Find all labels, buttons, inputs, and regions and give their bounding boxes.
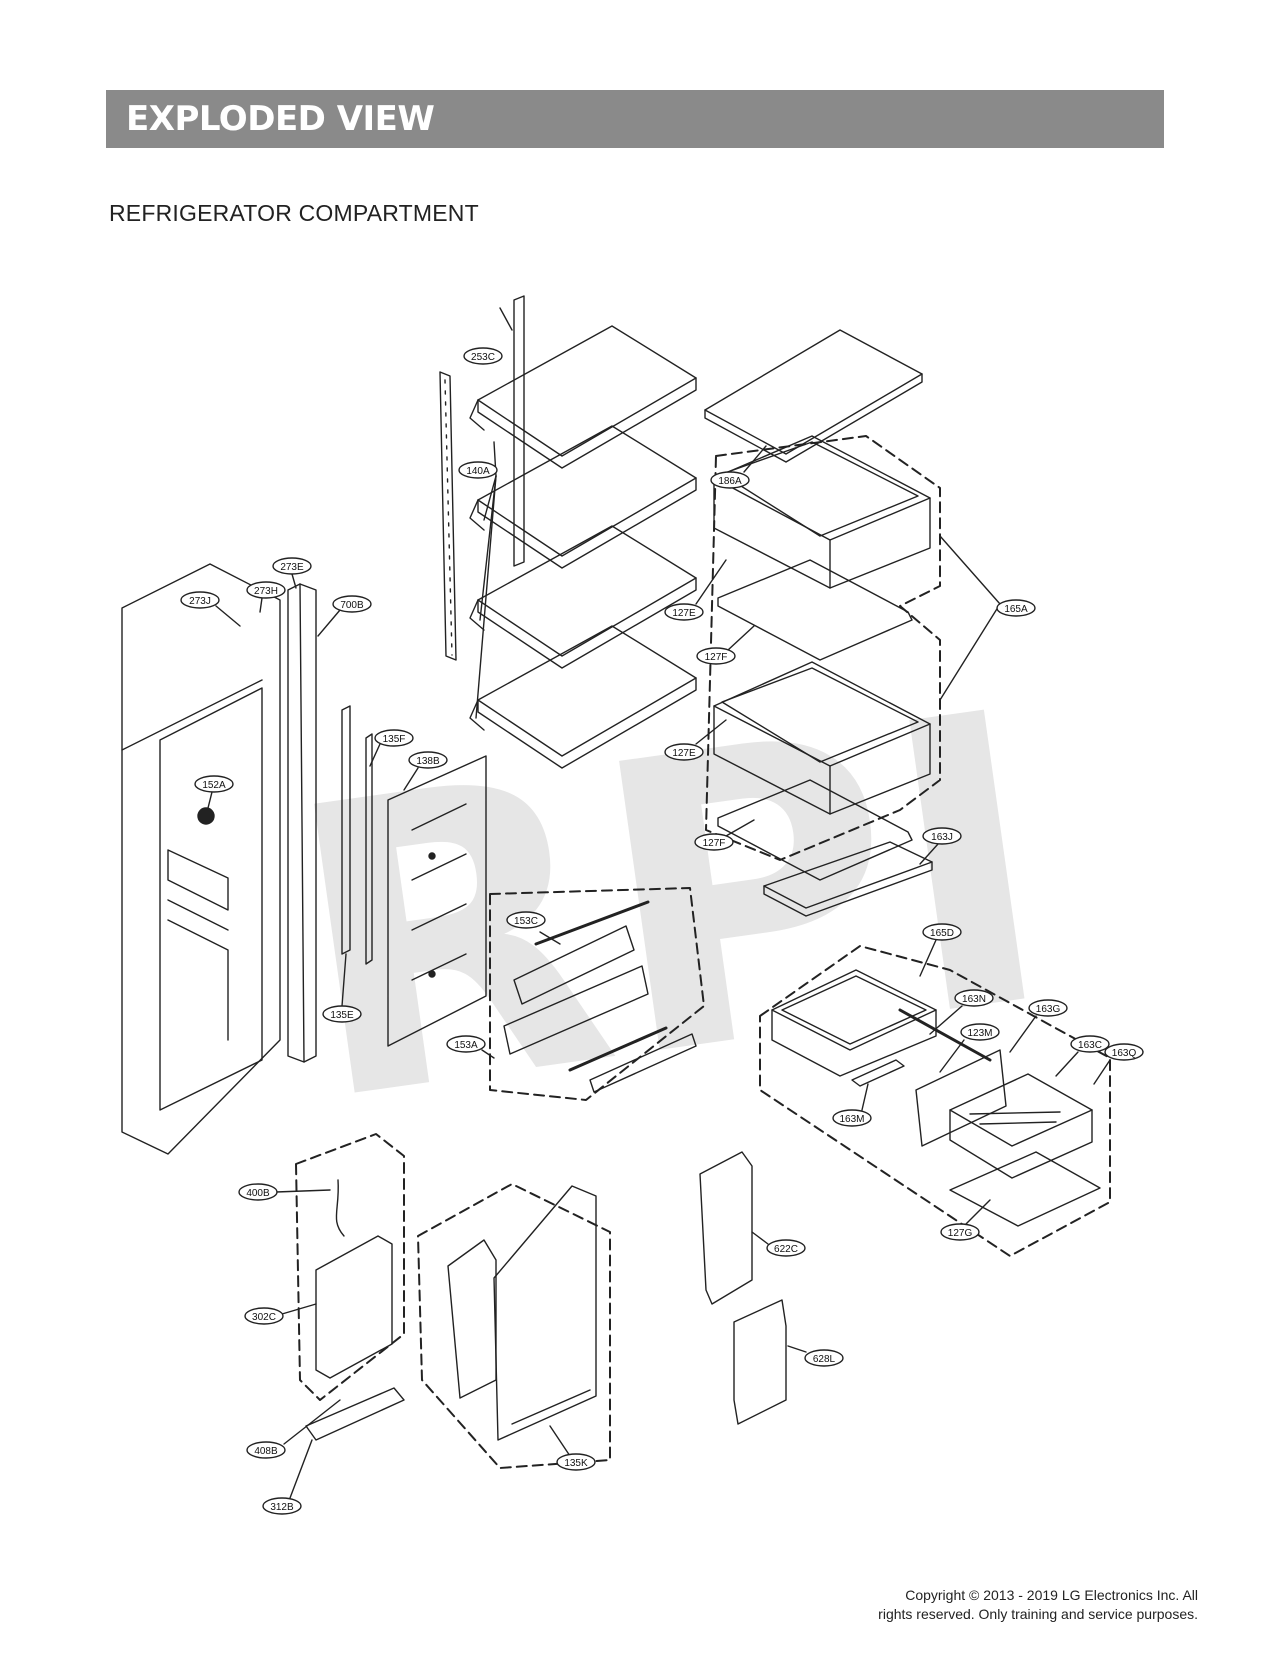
copyright-line-2: rights reserved. Only training and servi… <box>878 1606 1198 1622</box>
copyright-line-1: Copyright © 2013 - 2019 LG Electronics I… <box>905 1587 1198 1603</box>
callout-127e-2: 127E <box>664 719 727 761</box>
callout-135f-label: 135F <box>383 734 406 745</box>
back-panel <box>387 755 487 1047</box>
callout-163g: 163G <box>1009 999 1068 1053</box>
callout-127g: 127G <box>940 1199 991 1241</box>
callout-163c-label: 163C <box>1078 1040 1102 1051</box>
callout-135f: 135F <box>369 729 414 767</box>
callout-165d-label: 165D <box>930 928 954 939</box>
callout-312b: 312B <box>262 1439 313 1515</box>
callout-153a-label: 153A <box>454 1040 478 1051</box>
callout-622c: 622C <box>751 1231 806 1257</box>
callout-302c-label: 302C <box>252 1312 276 1323</box>
callout-138b-label: 138B <box>416 756 440 767</box>
callout-163q: 163Q <box>1093 1043 1144 1085</box>
callout-628l: 628L <box>787 1345 844 1367</box>
callout-273e-label: 273E <box>280 562 304 573</box>
crisper-cover <box>704 329 923 463</box>
callout-700b-label: 700B <box>340 600 364 611</box>
callouts: 253C 140A 186A 273E 273J 273H <box>180 307 1144 1515</box>
evaporator-cover-group <box>417 1183 611 1469</box>
callout-186a-label: 186A <box>718 476 742 487</box>
callout-186a: 186A <box>710 445 767 489</box>
callout-140a: 140A <box>458 441 498 719</box>
callout-153c-label: 153C <box>514 916 538 927</box>
pantry-drawer-group <box>759 841 1111 1257</box>
callout-127f-1: 127F <box>696 625 755 665</box>
callout-163g-label: 163G <box>1036 1004 1061 1015</box>
callout-253c: 253C <box>463 307 513 365</box>
callout-135k: 135K <box>549 1425 596 1471</box>
callout-127e-2-label: 127E <box>672 748 696 759</box>
callout-163n-label: 163N <box>962 994 986 1005</box>
copyright-footer: Copyright © 2013 - 2019 LG Electronics I… <box>878 1586 1198 1624</box>
callout-123m: 123M <box>939 1023 1000 1073</box>
callout-628l-label: 628L <box>813 1354 836 1365</box>
control-panel-group <box>489 887 705 1101</box>
callout-127f-2-label: 127F <box>703 838 726 849</box>
callout-127e-1: 127E <box>664 559 727 621</box>
callout-127f-1-label: 127F <box>705 652 728 663</box>
callout-127e-1-label: 127E <box>672 608 696 619</box>
evaporator-group <box>295 1133 405 1401</box>
callout-408b-label: 408B <box>254 1446 278 1457</box>
callout-400b-label: 400B <box>246 1188 270 1199</box>
callout-163m-label: 163M <box>839 1114 864 1125</box>
callout-273h: 273H <box>246 581 286 613</box>
glass-shelves <box>469 325 697 769</box>
callout-163q-label: 163Q <box>1112 1048 1137 1059</box>
drain-tray <box>305 1387 405 1441</box>
callout-273h-label: 273H <box>254 586 278 597</box>
callout-312b-label: 312B <box>270 1502 294 1513</box>
callout-165a-label: 165A <box>1004 604 1028 615</box>
crisper-drawers <box>705 435 941 881</box>
callout-123m-label: 123M <box>967 1028 992 1039</box>
callout-135k-label: 135K <box>564 1458 588 1469</box>
callout-273e: 273E <box>272 557 312 589</box>
callout-700b: 700B <box>317 595 372 637</box>
callout-273j: 273J <box>180 591 241 627</box>
callout-153c: 153C <box>506 911 561 945</box>
callout-153a: 153A <box>446 1035 495 1059</box>
callout-408b: 408B <box>246 1399 341 1459</box>
callout-163m: 163M <box>832 1083 872 1127</box>
section-title: REFRIGERATOR COMPARTMENT <box>109 200 479 226</box>
callout-302c: 302C <box>244 1303 317 1325</box>
callout-127g-label: 127G <box>948 1228 973 1239</box>
page-title: EXPLODED VIEW <box>126 99 435 139</box>
callout-135e-label: 135E <box>330 1010 354 1021</box>
callout-165a: 165A <box>939 535 1036 701</box>
callout-163n: 163N <box>929 989 994 1035</box>
cabinet <box>121 563 281 1155</box>
callout-152a-label: 152A <box>202 780 226 791</box>
callout-163c: 163C <box>1055 1035 1110 1077</box>
callout-253c-label: 253C <box>471 352 495 363</box>
duct-assembly <box>699 1151 787 1425</box>
callout-152a: 152A <box>194 775 234 809</box>
callout-165d: 165D <box>919 923 962 977</box>
header-banner: EXPLODED VIEW <box>106 90 1164 148</box>
callout-140a-label: 140A <box>466 466 490 477</box>
callout-163j: 163J <box>919 827 962 865</box>
callout-138b: 138B <box>403 751 448 791</box>
callout-163j-label: 163J <box>931 832 953 843</box>
callout-127f-2: 127F <box>694 819 755 851</box>
callout-273j-label: 273J <box>189 596 211 607</box>
callout-622c-label: 622C <box>774 1244 798 1255</box>
callout-400b: 400B <box>238 1183 331 1201</box>
shelf-rails <box>439 295 525 661</box>
trim-strips <box>287 583 373 1063</box>
callout-135e: 135E <box>322 953 362 1023</box>
